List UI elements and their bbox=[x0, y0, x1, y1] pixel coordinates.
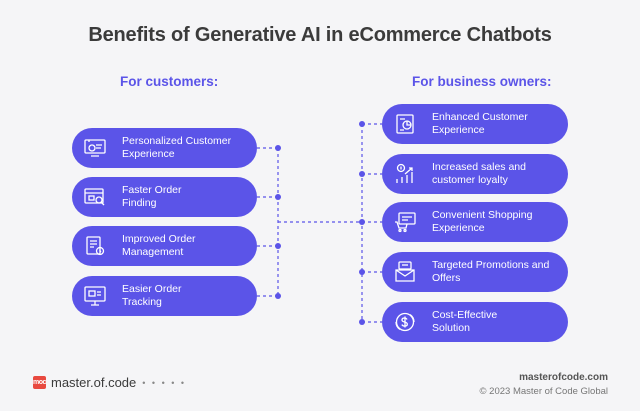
customer-benefit-label: Improved Order Management bbox=[122, 233, 196, 258]
order-search-icon bbox=[82, 184, 108, 210]
business-benefit-increased-sales: Increased sales and customer loyalty bbox=[382, 154, 568, 194]
sales-growth-chart-icon bbox=[392, 161, 418, 187]
copyright-text: © 2023 Master of Code Global bbox=[479, 386, 608, 397]
customer-benefit-order-management: Improved Order Management bbox=[72, 226, 257, 266]
shopping-cart-screen-icon bbox=[392, 209, 418, 235]
personalization-screen-icon bbox=[82, 135, 108, 161]
business-benefit-cost-effective: Cost-Effective Solution bbox=[382, 302, 568, 342]
customer-benefit-personalized: Personalized Customer Experience bbox=[72, 128, 257, 168]
customer-benefit-faster-order: Faster Order Finding bbox=[72, 177, 257, 217]
analytics-document-icon bbox=[392, 111, 418, 137]
brand-name: master.of.code bbox=[51, 375, 137, 390]
business-benefit-enhanced-experience: Enhanced Customer Experience bbox=[382, 104, 568, 144]
business-benefit-label: Increased sales and customer loyalty bbox=[432, 161, 526, 186]
business-benefit-label: Targeted Promotions and Offers bbox=[432, 259, 550, 284]
logo-mark: moc bbox=[33, 376, 46, 389]
tracking-monitor-icon bbox=[82, 283, 108, 309]
brand-logo: moc master.of.code • • • • • bbox=[33, 375, 186, 390]
business-benefit-label: Convenient Shopping Experience bbox=[432, 209, 533, 234]
business-benefit-targeted-promotions: Targeted Promotions and Offers bbox=[382, 252, 568, 292]
promo-envelope-icon bbox=[392, 259, 418, 285]
business-benefit-label: Cost-Effective Solution bbox=[432, 309, 498, 334]
customer-benefit-order-tracking: Easier Order Tracking bbox=[72, 276, 257, 316]
order-management-icon bbox=[82, 233, 108, 259]
page-title: Benefits of Generative AI in eCommerce C… bbox=[88, 24, 552, 46]
business-benefit-label: Enhanced Customer Experience bbox=[432, 111, 528, 136]
business-heading: For business owners: bbox=[412, 74, 552, 89]
customers-heading: For customers: bbox=[120, 74, 219, 89]
business-benefit-convenient-shopping: Convenient Shopping Experience bbox=[382, 202, 568, 242]
customer-benefit-label: Faster Order Finding bbox=[122, 184, 182, 209]
decorative-dots: • • • • • bbox=[142, 377, 187, 388]
customer-benefit-label: Personalized Customer Experience bbox=[122, 135, 232, 160]
website-url: masterofcode.com bbox=[519, 372, 608, 383]
customer-benefit-label: Easier Order Tracking bbox=[122, 283, 182, 308]
cost-saving-coin-icon bbox=[392, 309, 418, 335]
